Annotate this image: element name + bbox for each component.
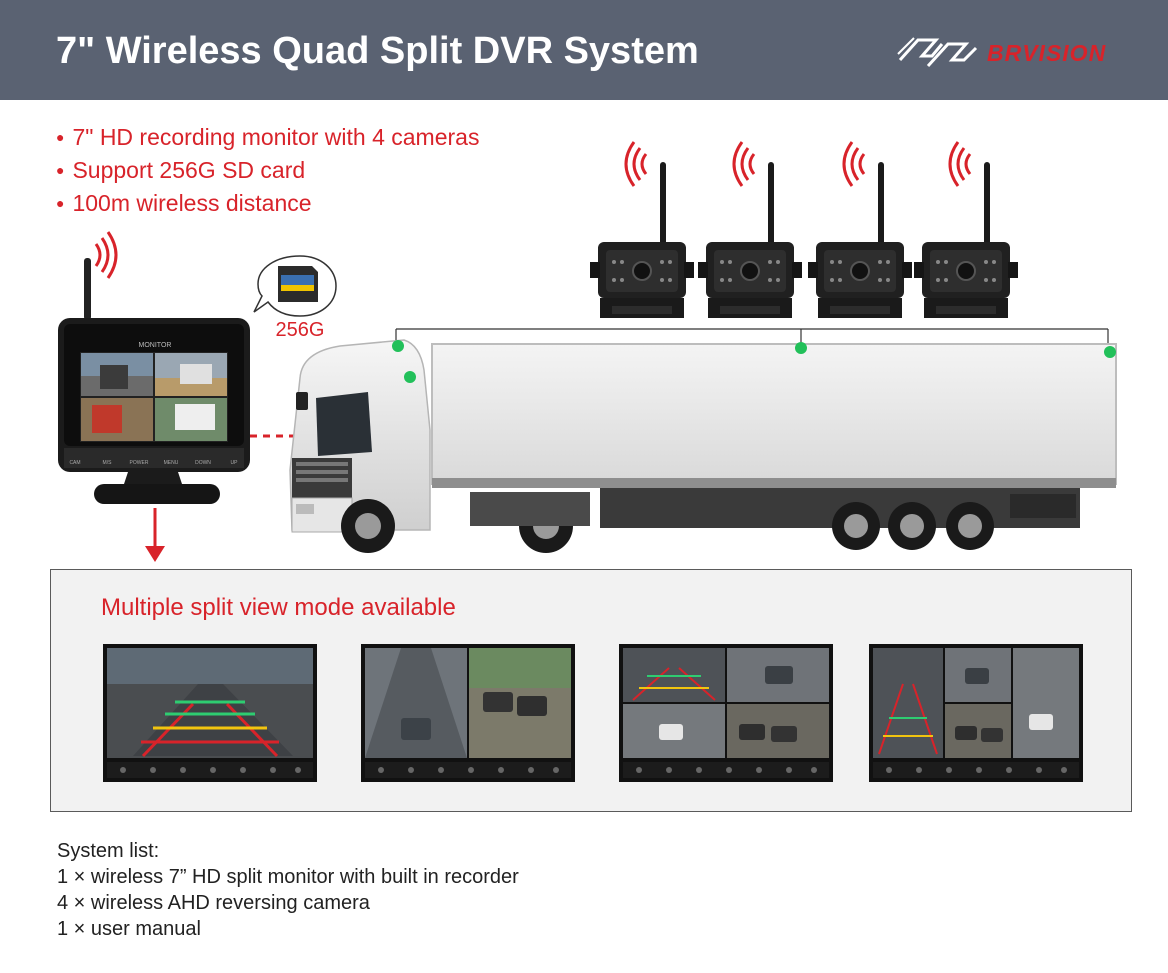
- monitor-antenna: [84, 258, 91, 320]
- feature-item: Support 256G SD card: [56, 155, 479, 188]
- split-mode-custom-view[interactable]: [869, 644, 1083, 782]
- system-list-item: 4 × wireless AHD reversing camera: [57, 892, 370, 914]
- monitor-base: [94, 484, 220, 504]
- camera-2: [698, 141, 802, 318]
- monitor-button-up[interactable]: UP: [231, 460, 239, 466]
- camera-wifi-icon: [842, 141, 866, 187]
- sd-card-icon: [278, 266, 318, 302]
- brand-mark-icon: [897, 37, 978, 68]
- split-mode-dual-view[interactable]: [361, 644, 575, 782]
- monitor-button-menu[interactable]: MENU: [164, 460, 179, 466]
- camera-1: [590, 141, 694, 318]
- split-mode-quad-view[interactable]: [619, 644, 833, 782]
- split-view-panel: Multiple split view mode available: [50, 569, 1132, 812]
- system-list: System list: 1 × wireless 7” HD split mo…: [57, 838, 519, 942]
- monitor-button-ms[interactable]: M/S: [103, 460, 113, 466]
- down-arrow-icon: [145, 508, 165, 562]
- sd-card-label: 256G: [276, 319, 325, 341]
- monitor-brand-label: MONITOR: [139, 342, 172, 349]
- page-title: 7" Wireless Quad Split DVR System: [56, 30, 699, 72]
- split-view-title: Multiple split view mode available: [101, 594, 456, 621]
- sd-card-bubble: [253, 255, 337, 317]
- split-mode-single-view[interactable]: [103, 644, 317, 782]
- system-list-item: 1 × user manual: [57, 918, 201, 940]
- system-scene: MONITOR CAM M/S POWER MENU DOWN UP: [58, 141, 1117, 562]
- camera-4: [914, 141, 1018, 318]
- monitor-stand: [124, 472, 182, 484]
- feature-item: 100m wireless distance: [56, 188, 479, 221]
- brand-logo: BRVISION: [892, 30, 1142, 74]
- monitor-button-bar: CAM M/S POWER MENU DOWN UP: [69, 460, 238, 466]
- monitor-button-down[interactable]: DOWN: [195, 460, 211, 466]
- monitor-button-cam[interactable]: CAM: [69, 460, 80, 466]
- monitor-device: MONITOR: [58, 318, 250, 472]
- feature-item: 7" HD recording monitor with 4 cameras: [56, 122, 479, 155]
- monitor-button-power[interactable]: POWER: [130, 460, 149, 466]
- system-list-item: 1 × wireless 7” HD split monitor with bu…: [57, 866, 519, 888]
- camera-wifi-icon: [948, 141, 972, 187]
- camera-wifi-icon: [732, 141, 756, 187]
- header-banner: 7" Wireless Quad Split DVR System BRVISI…: [0, 0, 1168, 100]
- system-list-heading: System list:: [57, 840, 160, 862]
- brand-name: BRVISION: [987, 40, 1107, 66]
- monitor-wifi-icon: [94, 231, 118, 279]
- camera-wifi-icon: [624, 141, 648, 187]
- camera-position-markers: [392, 340, 1116, 383]
- camera-3: [808, 141, 912, 318]
- feature-list: 7" HD recording monitor with 4 cameras S…: [56, 122, 479, 221]
- truck: [289, 339, 1117, 553]
